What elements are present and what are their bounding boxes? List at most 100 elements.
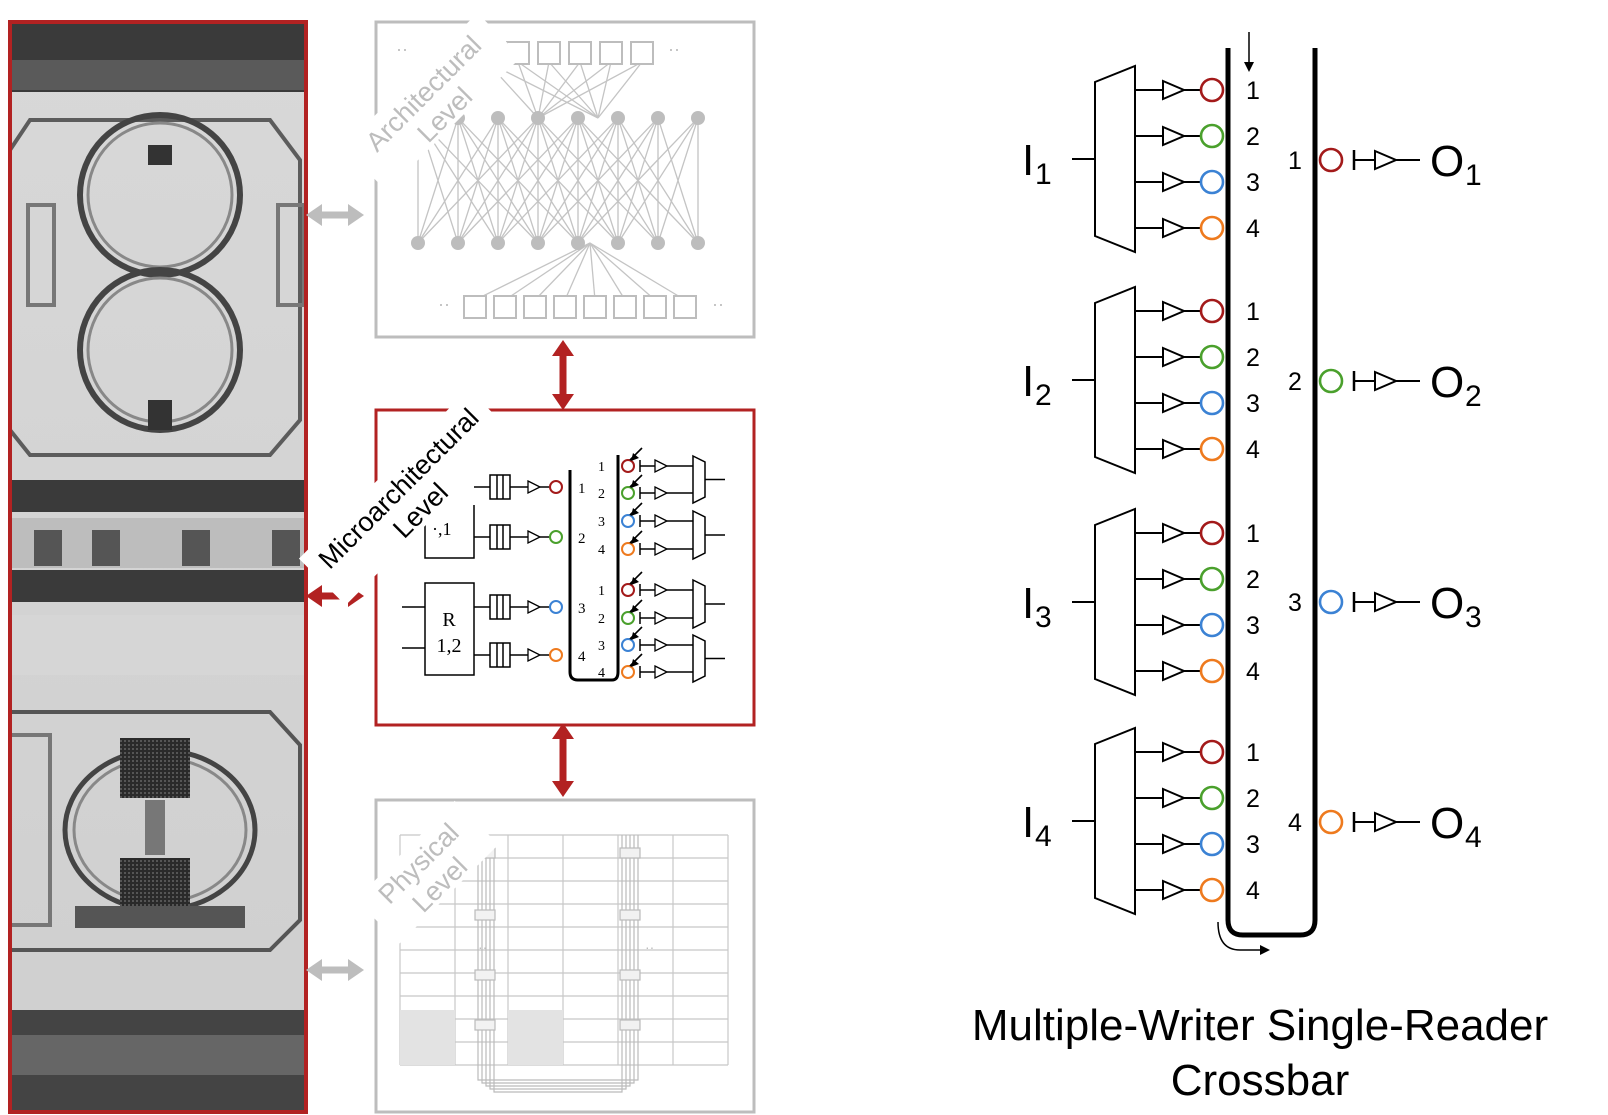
micro-modulator-ring [549,530,563,544]
crossbar-driver [1162,614,1187,636]
micro-filter-ring [621,638,635,652]
crossbar-input-label: I [1022,357,1034,406]
crossbar-driver [1162,522,1187,544]
crossbar-title-line2: Crossbar [1171,1056,1350,1105]
arch-link [537,61,643,119]
arrow-red-vertical-top [552,340,574,410]
arch-link [589,242,596,301]
arch-link [457,117,539,244]
micro-receiver [654,485,669,501]
arch-node [571,111,585,125]
router-label-r: R [442,609,456,631]
arch-box [568,41,592,65]
crossbar-wavelength-label: 3 [1246,612,1260,640]
micro-photodetector-arrowhead [631,453,639,461]
arch-node [531,111,545,125]
micro-photodetector-arrowhead [631,508,639,516]
chip-micrograph [8,20,308,1114]
arch-link [417,117,499,244]
crossbar-title-line1: Multiple-Writer Single-Reader [972,1001,1548,1050]
micro-filter-ring [621,611,635,625]
arch-box [630,41,654,65]
crossbar-modulator-ring [1199,658,1225,684]
micro-filter-ring [621,583,635,597]
micro-photodetector-arrowhead [631,659,639,667]
arch-link [589,242,626,301]
micro-modulator-ring [549,480,563,494]
crossbar-driver [1162,741,1187,763]
phys-device [619,847,641,859]
micro-coupler [489,524,511,550]
arrow-gray-top [306,204,364,226]
arch-link [548,61,599,119]
crossbar-modulator-ring [1199,520,1225,546]
crossbar-reader-number: 3 [1288,589,1302,617]
crossbar-modulator-ring [1199,877,1225,903]
arch-link [564,242,591,301]
arch-node [611,236,625,250]
micro-filter-ring [621,514,635,528]
crossbar-driver [1162,217,1187,239]
arch-link [537,61,612,119]
crossbar-wavelength-label: 2 [1246,123,1260,151]
micro-filter-ring [621,665,635,679]
crossbar-reader-number: 1 [1288,147,1302,175]
phys-waveguide [481,835,635,1084]
partial-router-label: ·,1 [432,519,452,539]
micro-receiver [654,458,669,474]
micro-reader-number: 4 [598,666,605,681]
micro-driver [527,479,542,495]
crossbar-output-label: O [1430,137,1464,186]
crossbar-reader-number: 4 [1288,809,1302,837]
crossbar-driver [1162,392,1187,414]
micro-reader-number: 1 [598,460,605,475]
crossbar-modulator-ring [1199,298,1225,324]
arrow-gray-bottom [306,959,364,981]
arch-link [517,61,599,119]
micro-driver [527,599,542,615]
router-box [424,582,475,676]
arch-dots-top-left: ·· [396,39,408,59]
crossbar-modulator-ring [1199,77,1225,103]
micro-photodetector-arrowhead [631,605,639,613]
micro-receiver [654,541,669,557]
crossbar-modulator-ring [1199,566,1225,592]
micro-mux [692,633,706,684]
crossbar-modulator-ring [1199,612,1225,638]
micro-photodetector-arrowhead [631,577,639,585]
arch-box [673,295,697,319]
arch-dots-top-right: ·· [668,39,680,59]
crossbar-wavelength-label: 2 [1246,344,1260,372]
arch-link [497,117,579,244]
crossbar-wavelength-label: 4 [1246,877,1260,905]
crossbar-modulator-ring [1199,344,1225,370]
crossbar-modulator-ring [1199,785,1225,811]
arch-box [613,295,637,319]
architectural-level-panel: ·· ·· ·· ·· Architectural Level [343,13,756,339]
arch-node [491,236,505,250]
micro-filter-ring [621,542,635,556]
arch-node [691,236,705,250]
crossbar-receiver [1374,591,1399,613]
crossbar-modulator-ring [1199,123,1225,149]
crossbar-wavelength-label: 4 [1246,436,1260,464]
micro-coupler [489,594,511,620]
crossbar-modulator-ring [1199,215,1225,241]
phys-dots-left: ·· [478,939,487,955]
crossbar-driver [1162,879,1187,901]
arch-box [523,295,547,319]
crossbar-wavelength-label: 1 [1246,520,1260,548]
micro-reader-number: 3 [598,515,605,530]
micro-photodetector-arrowhead [631,480,639,488]
arch-box [463,295,487,319]
micro-modulator-ring [549,648,563,662]
micro-receiver [654,637,669,653]
crossbar-demux [1094,507,1136,697]
micro-mux [692,454,706,505]
micro-photodetector-arrowhead [631,632,639,640]
arch-box [537,41,561,65]
crossbar-modulator-ring [1199,739,1225,765]
micro-receiver [654,582,669,598]
crossbar-wavelength-label: 3 [1246,831,1260,859]
